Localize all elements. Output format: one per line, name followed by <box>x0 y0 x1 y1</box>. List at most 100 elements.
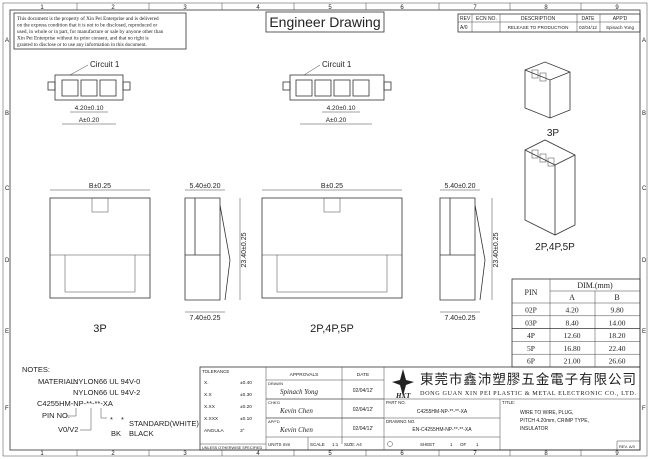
grid-column-label: 8 <box>544 5 548 11</box>
grid-row-label: D <box>5 258 10 264</box>
b-dimension: B±0.25 <box>321 183 343 190</box>
scale-label: SCALE <box>310 442 325 447</box>
page-title: Engineer Drawing <box>269 14 380 30</box>
pin-table-cell: 22.40 <box>609 344 626 353</box>
pin-table-cell: 5P <box>527 344 535 353</box>
circuit-1-label: Circuit 1 <box>90 60 120 69</box>
side-view-3p: 5.40±0.20 7.40±0.25 23.40±0.25 <box>184 183 248 322</box>
a-dimension: A±0.20 <box>326 117 347 124</box>
notes-heading: NOTES: <box>22 365 50 374</box>
pitch-dimension: 4.20±0.10 <box>75 105 104 112</box>
title-line: WIRE TO WIRE, PLUG, <box>520 410 573 416</box>
description-value: RELEASE TO PRODUCTION <box>508 25 569 30</box>
part-no: C4255HM-NP-**-**-XA <box>417 409 468 415</box>
size: SIZE: A4 <box>344 442 362 447</box>
isometric-view-3p: 3P <box>524 61 571 139</box>
title-line: PITCH 4.20mm, CRIMP TYPE, <box>520 418 589 424</box>
iso-3p-label: 3P <box>547 128 560 139</box>
pin-table-cell: 4P <box>527 331 535 340</box>
pin-table-cell: 14.00 <box>609 318 626 327</box>
sheet-label: SHEET <box>420 442 435 447</box>
part-code: C4255HM-NP-**-**-XA <box>37 399 113 408</box>
company-logo: HXT <box>392 369 414 400</box>
grid-column-label: 1 <box>40 5 44 11</box>
rev-header: REV <box>460 16 471 22</box>
star-code: * <box>121 415 124 424</box>
pin-table-cell: 9.80 <box>610 306 623 315</box>
iso-multi-label: 2P,4P,5P <box>535 242 575 253</box>
grid-row-label: C <box>5 186 10 192</box>
approval-date: 02/04/12' <box>353 388 373 394</box>
grid-column-label: 9 <box>615 5 619 11</box>
projection-symbol-icon <box>387 441 393 447</box>
grid-column-label: 6 <box>400 451 404 457</box>
side-view-multi: 5.40±0.20 7.40±0.25 23.40±0.25 <box>439 183 500 322</box>
approval-role: APP'D <box>268 419 280 424</box>
title-line: INSULATOR <box>520 426 549 432</box>
tolerance-value: ±0.10 <box>240 416 252 422</box>
grid-column-label: 9 <box>615 451 619 457</box>
tolerance-footer: UNLESS OTHERWISE SPECIFIED <box>202 446 263 450</box>
grid-row-label: A <box>5 38 9 44</box>
grid-column-label: 5 <box>328 5 332 11</box>
circuit-1-label: Circuit 1 <box>322 60 352 69</box>
material-label: MATERIAL: <box>38 377 77 386</box>
grid-row-label: D <box>642 258 647 264</box>
part-no-label: PART NO. <box>386 400 406 405</box>
grid-row-label: B <box>642 111 646 117</box>
black-option: BLACK <box>129 429 154 438</box>
front-3p-label: 3P <box>93 323 106 335</box>
approval-role: DRAWN <box>268 381 283 386</box>
grid-column-label: 1 <box>40 451 44 457</box>
notice-line: granted to disclose or to use any inform… <box>17 41 147 48</box>
grid-column-label: 4 <box>256 451 260 457</box>
pin-no-label: PIN NO. <box>42 411 70 420</box>
approval-date: 02/04/12' <box>353 407 373 413</box>
tolerance-key: X.XX <box>204 404 216 410</box>
width-dimension: 5.40±0.20 <box>189 183 220 190</box>
pin-table-cell: 18.20 <box>609 331 626 340</box>
units: UNITS mm <box>268 442 290 447</box>
grid-row-label: F <box>5 406 9 412</box>
grid-column-label: 7 <box>473 451 477 457</box>
grid-column-label: 5 <box>328 451 332 457</box>
logo-text: HXT <box>395 392 411 400</box>
tolerance-key: X. <box>204 380 209 386</box>
grid-row-label: B <box>5 111 9 117</box>
date-heading: DATE <box>357 372 369 378</box>
grid-column-label: 3 <box>183 5 187 11</box>
pin-table-cell: 02P <box>525 306 537 315</box>
top-view-multi: Circuit 1 4.20±0.10 A±0.20 <box>282 60 392 125</box>
grid-column-label: 3 <box>183 451 187 457</box>
height-dimension: 23.40±0.25 <box>493 232 500 267</box>
grid-column-label: 6 <box>400 5 404 11</box>
tolerance-key: ANGULA <box>204 428 225 434</box>
notice-line: used, in whole or in part, for manufactu… <box>17 28 164 35</box>
grid-column-label: 2 <box>111 5 115 11</box>
b-dimension: B±0.25 <box>89 183 111 190</box>
sheet-total: 1 <box>476 442 479 447</box>
approver-value: Spinach Yong <box>606 25 635 30</box>
rev-label: REV. A/0 <box>619 444 636 449</box>
notice-line: This document is the property of Xin Pei… <box>17 15 159 22</box>
sheet-number: 1 <box>450 442 453 447</box>
bottom-dimension: 7.40±0.25 <box>189 315 220 322</box>
description-header: DESCRIPTION <box>521 16 556 22</box>
confidentiality-notice: This document is the property of Xin Pei… <box>13 12 187 50</box>
grid-column-label: 4 <box>256 5 260 11</box>
date-value: 02/04/12 <box>579 25 597 30</box>
drawing-no-label: DRAWING NO. <box>386 419 415 424</box>
material-1: NYLON66 UL 94V-0 <box>73 377 140 386</box>
grid-row-label: F <box>642 406 646 412</box>
tolerance-value: ±0.40 <box>240 380 252 386</box>
tolerance-value: ±0.30 <box>240 392 252 398</box>
tolerance-value: 3° <box>240 428 245 434</box>
isometric-view-multi: 2P,4P,5P <box>524 139 576 253</box>
dim-header: DIM.(mm) <box>577 281 613 290</box>
star-code: * <box>110 415 113 424</box>
v0v2-label: V0/V2 <box>58 425 78 434</box>
approver-signature: Kevin Chen <box>279 407 313 415</box>
approval-role: CHK'D <box>268 400 280 405</box>
